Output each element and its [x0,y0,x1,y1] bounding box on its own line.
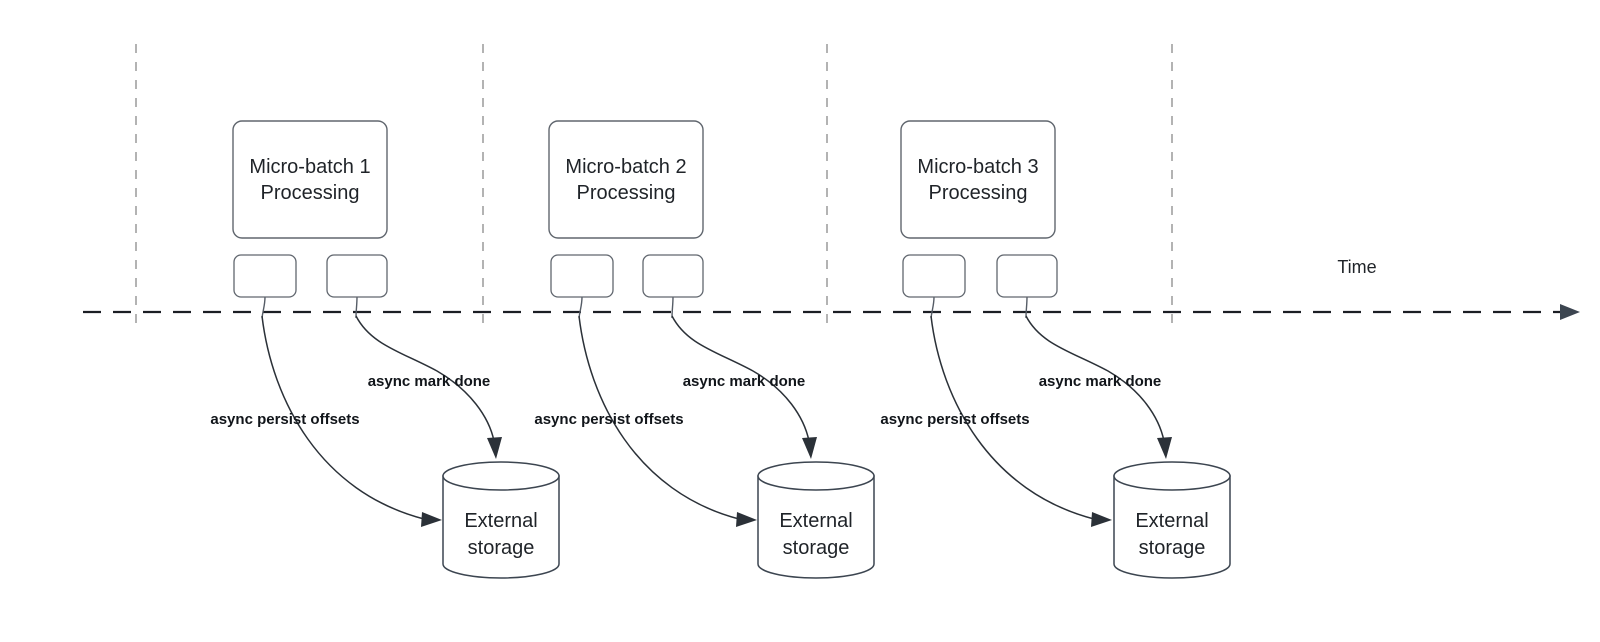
micro-batch-box-1-line1: Micro-batch 1 [249,156,370,178]
micro-batch-box-3-line1: Micro-batch 3 [917,156,1038,178]
edge-label-async-mark-done-3: async mark done [1039,373,1162,390]
edge-async-mark-done-3 [1025,315,1165,442]
tick-mark-done-2[interactable] [642,254,704,298]
tick-persist-2[interactable] [550,254,614,298]
micro-batch-box-3[interactable]: Micro-batch 3 Processing [900,120,1056,239]
edge-label-async-mark-done-1: async mark done [368,373,491,390]
external-storage-2-line1: External [779,510,852,532]
arrow-head-mark-done-3 [1157,437,1172,459]
arrow-head-persist-3 [1091,512,1112,527]
external-storage-2[interactable]: External storage [757,461,875,579]
arrow-head-mark-done-2 [802,437,817,459]
stub-mark-done-3 [1025,296,1028,319]
external-storage-2-body [757,475,875,579]
external-storage-3-line1: External [1135,510,1208,532]
divider-group [135,44,1173,330]
micro-batch-box-2-line1: Micro-batch 2 [565,156,686,178]
external-storage-1-line1: External [464,510,537,532]
tick-persist-3[interactable] [902,254,966,298]
tick-mark-done-3[interactable] [996,254,1058,298]
external-storage-1-line2: storage [468,537,535,559]
stub-mark-done-1 [355,296,358,319]
external-storage-3-line2: storage [1139,537,1206,559]
stub-mark-done-2 [671,296,674,319]
external-storage-3-top [1113,461,1231,491]
stub-persist-1 [261,296,266,319]
stub-persist-3 [930,296,935,319]
edge-label-async-mark-done-2: async mark done [683,373,806,390]
micro-batch-box-3-line2: Processing [929,182,1028,204]
external-storage-3-body [1113,475,1231,579]
edge-async-mark-done-1 [355,315,495,442]
tick-mark-done-1[interactable] [326,254,388,298]
external-storage-3[interactable]: External storage [1113,461,1231,579]
micro-batch-box-1-line2: Processing [261,182,360,204]
edge-label-async-persist-offsets-2: async persist offsets [534,411,683,428]
group-3: Micro-batch 3 Processing External storag… [880,120,1231,579]
edge-label-async-persist-offsets-3: async persist offsets [880,411,1029,428]
arrow-head-persist-1 [421,512,442,527]
edge-label-async-persist-offsets-1: async persist offsets [210,411,359,428]
time-axis-arrow-icon [1560,304,1580,320]
arrow-head-persist-2 [736,512,757,527]
edge-async-persist-offsets-1 [261,315,425,520]
micro-batch-box-1[interactable]: Micro-batch 1 Processing [232,120,388,239]
tick-persist-1[interactable] [233,254,297,298]
micro-batch-box-3-rect [900,120,1056,239]
external-storage-2-top [757,461,875,491]
group-2: Micro-batch 2 Processing External storag… [534,120,875,579]
micro-batch-box-2-line2: Processing [577,182,676,204]
edge-async-persist-offsets-2 [578,315,740,520]
group-1: Micro-batch 1 Processing External storag… [210,120,560,579]
micro-batch-box-2-rect [548,120,704,239]
micro-batch-box-2[interactable]: Micro-batch 2 Processing [548,120,704,239]
external-storage-2-line2: storage [783,537,850,559]
external-storage-1[interactable]: External storage [442,461,560,579]
external-storage-1-body [442,475,560,579]
time-axis-label: Time [1337,257,1376,277]
edge-async-mark-done-2 [671,315,810,442]
external-storage-1-top [442,461,560,491]
micro-batch-box-1-rect [232,120,388,239]
stub-persist-2 [578,296,583,319]
arrow-head-mark-done-1 [487,437,502,459]
time-axis: Time [83,257,1580,320]
edge-async-persist-offsets-3 [930,315,1095,520]
